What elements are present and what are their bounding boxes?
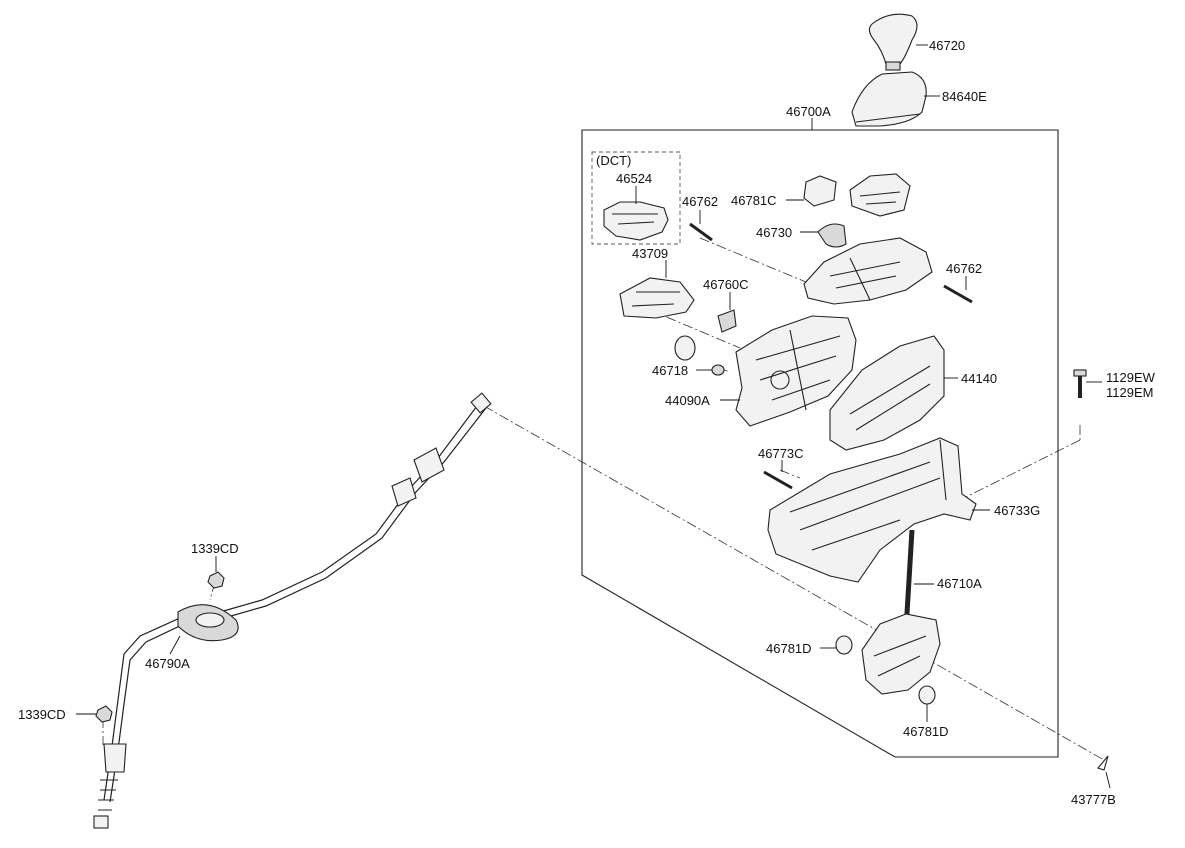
pin-46762-right [943,276,973,304]
label-1339CD-lower: 1339CD [18,707,66,722]
selector-bracket [849,173,911,217]
part-46718 [674,335,725,376]
label-46762-right: 46762 [946,261,982,276]
bolt-1129EW [1073,369,1102,398]
label-dct: (DCT) [596,153,631,168]
base-bracket-46733G [767,437,990,583]
nut-1339CD [76,556,225,723]
label-46720: 46720 [929,38,965,53]
label-46718: 46718 [652,363,688,378]
pin-46762-left [689,210,713,242]
boot-cover-84640E [851,71,940,127]
label-44140: 44140 [961,371,997,386]
label-46762-left: 46762 [682,194,718,209]
label-43709: 43709 [632,246,668,261]
label-46733G: 46733G [994,503,1040,518]
label-46781D-left: 46781D [766,641,812,656]
dct-group-box [591,151,681,245]
label-44090A: 44090A [665,393,710,408]
part-46781C [786,175,837,207]
label-46760C: 46760C [703,277,749,292]
main-body-44090A [720,315,857,427]
label-1339CD-upper: 1339CD [191,541,239,556]
clip-43777B [1097,755,1111,789]
shift-cable-46790A [93,392,492,829]
bushing-46781D [820,635,936,722]
label-46781D-right: 46781D [903,724,949,739]
part-46760C [717,292,737,333]
label-1129EW: 1129EW [1106,370,1156,385]
shift-knob-46720 [868,13,928,71]
pin-46773C [763,460,793,490]
label-43777B: 43777B [1071,792,1116,807]
cover-44140 [829,335,958,451]
label-46710A: 46710A [937,576,982,591]
label-46730: 46730 [756,225,792,240]
dct-part-46524 [603,186,669,241]
part-46730 [800,223,847,248]
label-46790A: 46790A [145,656,190,671]
label-84640E: 84640E [942,89,987,104]
assembly-outline [581,129,1059,758]
label-46781C: 46781C [731,193,777,208]
gate-housing-upper [803,237,933,305]
label-46524: 46524 [616,171,652,186]
label-1129EM: 1129EM [1106,385,1153,400]
label-46700A: 46700A [786,104,831,119]
lever-46710A [861,529,941,695]
part-43709 [619,260,695,319]
label-46773C: 46773C [758,446,804,461]
